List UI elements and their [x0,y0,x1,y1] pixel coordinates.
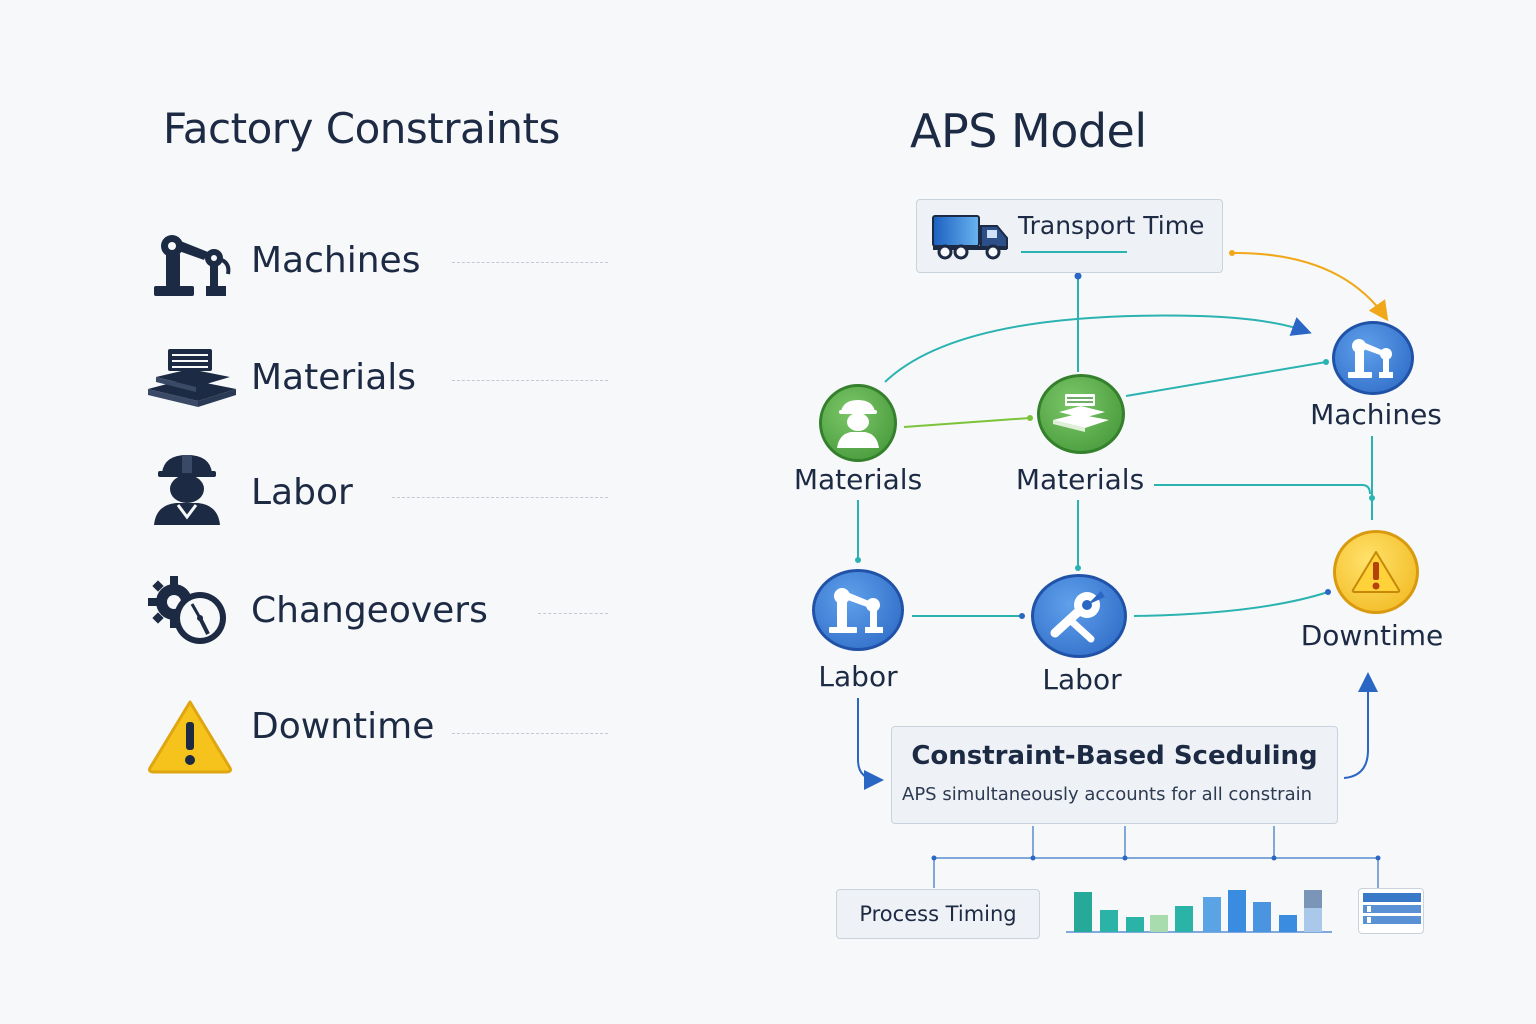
truck-icon [931,212,1011,260]
table-icon[interactable] [1358,888,1424,934]
left-label-changeovers: Changeovers [251,590,488,631]
node-label-materials-a: Materials [793,463,923,496]
materials-node-worker[interactable] [819,384,897,462]
robot-arm-icon [152,230,240,298]
left-label-machines: Machines [251,240,421,281]
divider [452,262,608,263]
left-label-materials: Materials [251,357,417,398]
right-title: APS Model [910,104,1147,158]
node-label-downtime: Downtime [1300,619,1444,652]
warning-icon [146,698,234,774]
worker-icon [152,453,222,525]
wrench-icon [1050,591,1105,643]
robot-arm-icon [829,588,883,633]
divider [452,380,608,381]
node-label-materials-b: Materials [1015,463,1145,496]
process-timing-button[interactable]: Process Timing [836,889,1040,939]
scheduling-box[interactable]: Constraint-Based Sceduling APS simultane… [891,726,1338,824]
scheduling-title: Constraint-Based Sceduling [911,741,1318,771]
material-stack-icon [1053,394,1109,432]
labor-node-robot[interactable] [812,569,904,651]
divider [392,497,608,498]
process-timing-label: Process Timing [859,902,1017,926]
transport-timeline [1021,251,1127,253]
mini-bar-chart-icon [1066,890,1332,933]
downtime-node[interactable] [1333,530,1419,614]
divider [452,733,608,734]
labor-node-wrench[interactable] [1031,574,1127,658]
machines-node[interactable] [1332,321,1414,395]
node-label-machines: Machines [1310,398,1442,431]
left-title: Factory Constraints [163,104,560,153]
transport-time-box[interactable]: Transport Time [916,199,1223,273]
gear-clock-icon [146,572,230,648]
node-label-labor-a: Labor [818,660,898,693]
left-label-labor: Labor [251,472,353,513]
material-stack-icon [146,345,238,409]
node-label-labor-b: Labor [1042,663,1122,696]
worker-icon [837,400,879,448]
left-label-downtime: Downtime [251,706,435,747]
transport-time-label: Transport Time [1018,211,1205,240]
robot-arm-icon [1348,339,1393,378]
scheduling-subtitle: APS simultaneously accounts for all cons… [902,784,1313,805]
warning-icon [1351,551,1401,593]
divider [538,613,608,614]
materials-node-stack[interactable] [1037,374,1125,454]
